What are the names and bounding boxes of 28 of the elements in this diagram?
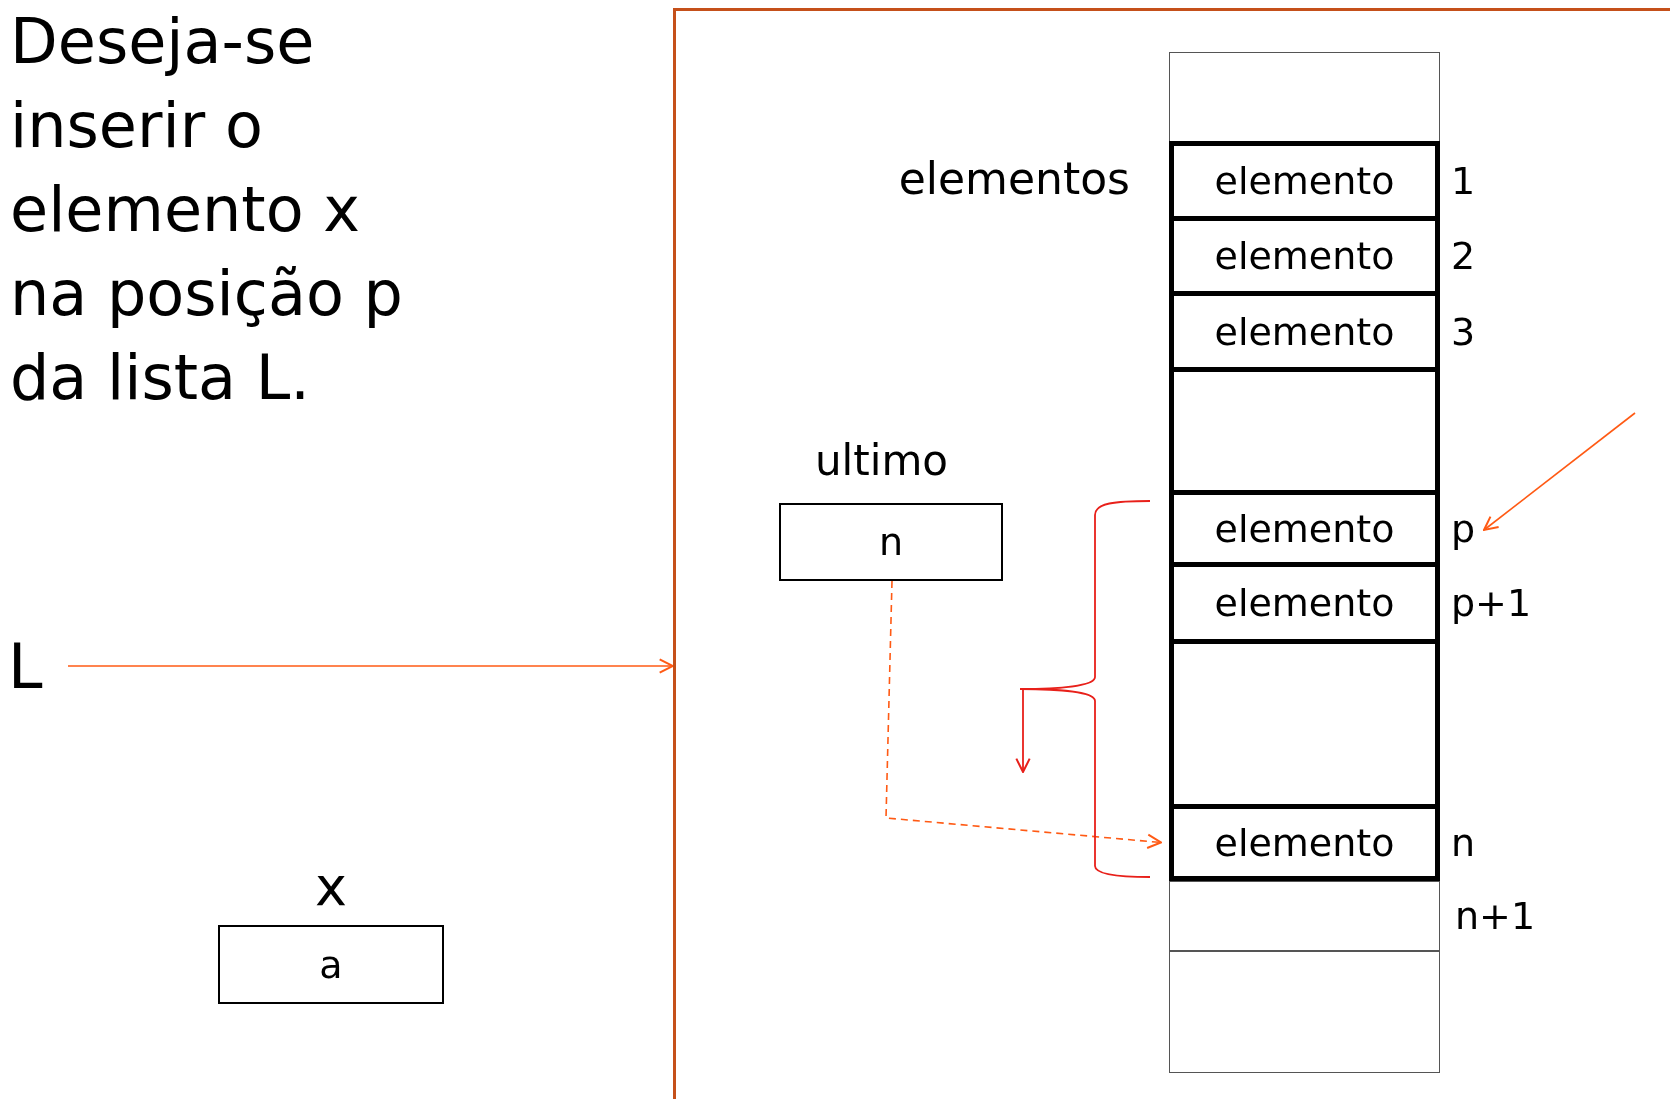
arrow xyxy=(885,580,1162,849)
memory-frame xyxy=(673,8,1670,1099)
cell-text: elemento xyxy=(1214,581,1395,625)
empty-cell xyxy=(1169,367,1440,490)
index-label: p+1 xyxy=(1451,581,1532,625)
array-name: elementos xyxy=(898,153,1130,204)
problem-statement: Deseja-se inserir o elemento x na posição p da lista L. xyxy=(10,4,404,416)
empty-cell xyxy=(1169,951,1440,1073)
variable-name: ultimo xyxy=(814,440,950,482)
variable-name: x xyxy=(314,860,348,914)
arrow xyxy=(67,658,674,674)
cell-text: elemento xyxy=(1214,234,1395,278)
value-box: n xyxy=(779,503,1003,581)
index-label: n xyxy=(1451,820,1476,865)
arrow xyxy=(1483,412,1636,531)
empty-cell xyxy=(1169,52,1440,141)
list-name: L xyxy=(8,630,68,710)
index-label: 1 xyxy=(1451,159,1476,203)
index-label: 3 xyxy=(1451,309,1476,354)
index-label: 2 xyxy=(1451,234,1476,278)
cell-text: elemento xyxy=(1214,159,1395,203)
cell-text: elemento xyxy=(1214,820,1395,865)
index-label: p xyxy=(1451,506,1476,551)
empty-cell xyxy=(1169,639,1440,804)
value-box: a xyxy=(218,925,444,1004)
index-label: n+1 xyxy=(1455,894,1536,938)
cell-text: elemento xyxy=(1214,309,1395,354)
cell-text: elemento xyxy=(1214,506,1395,551)
